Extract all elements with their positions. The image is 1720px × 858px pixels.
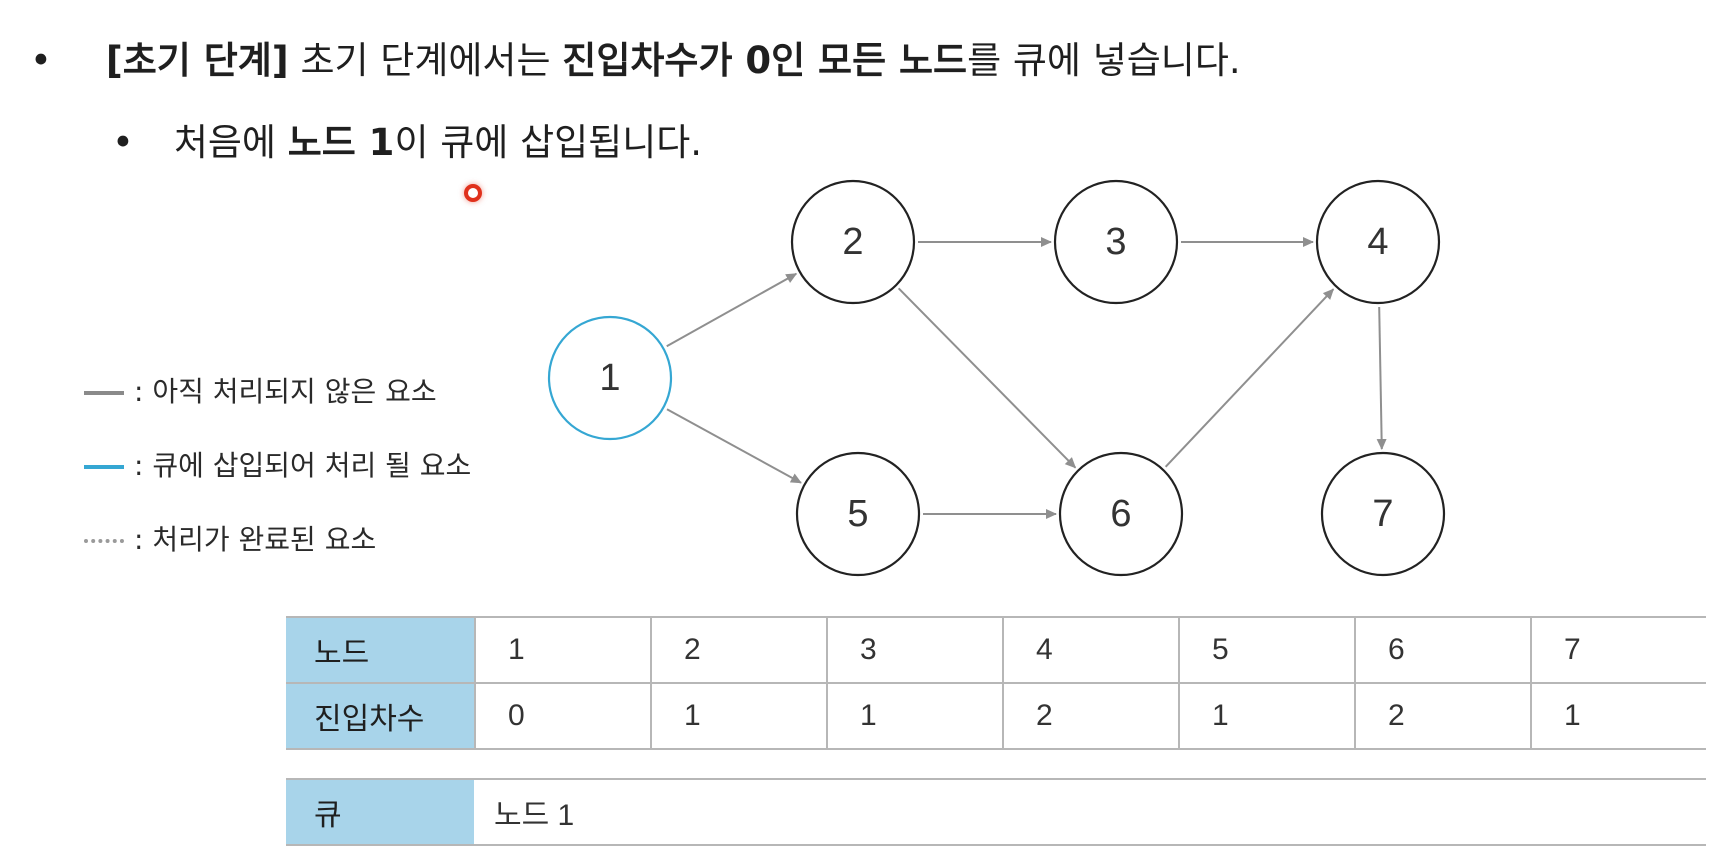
indegree-table: 노드 1 2 3 4 5 6 7 진입차수 0 1 1 2 1 2 1: [286, 616, 1706, 750]
node-circle: [1058, 451, 1184, 577]
row-header-indegree: 진입차수: [286, 682, 475, 750]
node-cell: 1: [474, 616, 651, 684]
indegree-cell: 1: [1530, 682, 1706, 750]
node-cell: 5: [1178, 616, 1355, 684]
bullet-text: 처음에 노드 1이 큐에 삽입됩니다.: [173, 121, 703, 164]
edge-6-to-4: [1164, 288, 1335, 468]
node-5: 5: [795, 451, 921, 577]
emphasis-zero-indegree: 진입차수가 0인 모든 노드: [562, 39, 968, 82]
queue-row: 큐 노드 1: [286, 778, 1706, 846]
indegree-cell: 1: [826, 682, 1003, 750]
node-circle: [795, 451, 921, 577]
node-label: 3: [1105, 221, 1126, 263]
edge-1-to-2: [666, 272, 798, 348]
edge-2-to-6: [897, 287, 1077, 469]
bullet-dot: •: [30, 39, 52, 82]
queue-header: 큐: [286, 778, 474, 846]
node-label: 4: [1367, 221, 1388, 263]
node-label: 7: [1372, 493, 1393, 535]
gray-line-icon: [84, 391, 124, 395]
bullet-first-insert: • 처음에 노드 1이 큐에 삽입됩니다.: [112, 112, 702, 166]
node-label: 1: [599, 357, 620, 399]
node-cell: 4: [1002, 616, 1179, 684]
node-cell: 7: [1530, 616, 1706, 684]
graph-diagram: 1 2 3 4 5 6 7: [547, 179, 1446, 577]
indegree-cell: 0: [474, 682, 651, 750]
node-1: 1: [547, 315, 673, 441]
edge-4-to-7: [1376, 306, 1387, 451]
node-circle: [1320, 451, 1446, 577]
legend-processed: : 처리가 완료된 요소: [84, 518, 376, 558]
node-circle: [790, 179, 916, 305]
node-7: 7: [1320, 451, 1446, 577]
row-header-node: 노드: [286, 616, 475, 684]
node-2: 2: [790, 179, 916, 305]
node-label: 5: [847, 493, 868, 535]
queue-table: 큐 노드 1: [286, 778, 1706, 846]
bullet-dot: •: [112, 121, 134, 164]
node-6: 6: [1058, 451, 1184, 577]
dotted-line-icon: [84, 539, 124, 543]
indegree-row: 진입차수 0 1 1 2 1 2 1: [286, 682, 1706, 750]
emphasis-node-1: 노드 1: [287, 121, 395, 164]
legend-unprocessed: : 아직 처리되지 않은 요소: [84, 370, 437, 410]
indegree-cell: 1: [1178, 682, 1355, 750]
node-circle: [547, 315, 673, 441]
pointer-cursor-icon: [464, 184, 482, 202]
node-label: 2: [842, 221, 863, 263]
node-4: 4: [1315, 179, 1441, 305]
queue-contents: 노드 1: [474, 778, 1706, 846]
step-label: [초기 단계]: [105, 39, 289, 82]
node-row: 노드 1 2 3 4 5 6 7: [286, 616, 1706, 684]
node-label: 6: [1110, 493, 1131, 535]
bullet-text: [초기 단계] 초기 단계에서는 진입차수가 0인 모든 노드를 큐에 넣습니다…: [105, 39, 1241, 82]
indegree-cell: 2: [1354, 682, 1531, 750]
legend-queued: : 큐에 삽입되어 처리 될 요소: [84, 444, 471, 484]
graph-edges: [666, 237, 1387, 519]
blue-line-icon: [84, 465, 124, 469]
indegree-cell: 2: [1002, 682, 1179, 750]
node-circle: [1315, 179, 1441, 305]
node-cell: 3: [826, 616, 1003, 684]
node-cell: 6: [1354, 616, 1531, 684]
node-circle: [1053, 179, 1179, 305]
node-cell: 2: [650, 616, 827, 684]
bullet-initial-step: • [초기 단계] 초기 단계에서는 진입차수가 0인 모든 노드를 큐에 넣습니…: [30, 30, 1241, 84]
graph-nodes: 1 2 3 4 5 6 7: [547, 179, 1446, 577]
indegree-cell: 1: [650, 682, 827, 750]
edge-1-to-5: [666, 408, 802, 484]
node-3: 3: [1053, 179, 1179, 305]
